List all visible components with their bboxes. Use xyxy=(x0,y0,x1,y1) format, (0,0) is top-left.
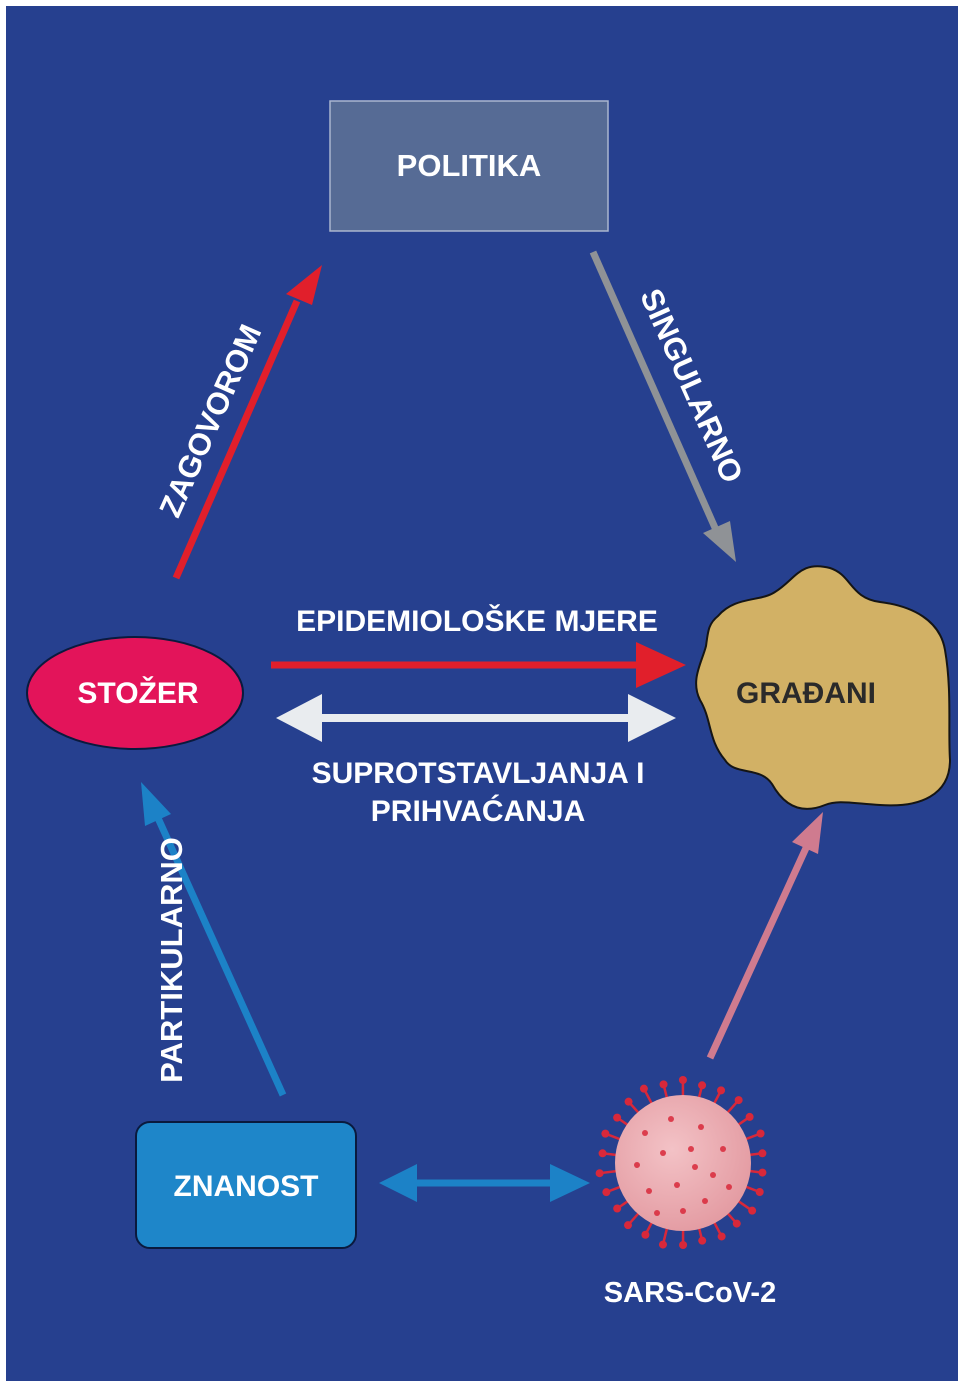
znanost-virus-arrowhead-right xyxy=(550,1164,590,1202)
virus-surface-dot xyxy=(688,1146,694,1152)
virus-spike-tip xyxy=(601,1129,610,1138)
virus-surface-dot xyxy=(668,1116,674,1122)
virus-spike-tip xyxy=(624,1221,633,1230)
znanost-node: ZNANOST xyxy=(135,1121,357,1249)
epidemioloske-arrow: EPIDEMIOLOŠKE MJERE xyxy=(271,604,686,688)
virus-spike-tip xyxy=(758,1149,767,1158)
virus-surface-dot xyxy=(654,1210,660,1216)
virus-spike-tip xyxy=(602,1188,611,1197)
virus-spike-tip xyxy=(595,1169,604,1178)
gradani-label: GRAĐANI xyxy=(736,677,876,710)
suprotstavljanja-arrowhead-left xyxy=(276,694,322,742)
virus-surface-dot xyxy=(698,1124,704,1130)
virus-spike-tip xyxy=(613,1113,622,1122)
stozer-label: STOŽER xyxy=(77,676,198,710)
epidemioloske-label: EPIDEMIOLOŠKE MJERE xyxy=(296,604,658,638)
virus-spike-tip xyxy=(613,1204,622,1213)
singularno-arrowhead xyxy=(703,521,736,562)
suprotstavljanja-arrow: SUPROTSTAVLJANJA I PRIHVAĆANJA xyxy=(276,694,676,828)
virus-spike-tip xyxy=(717,1086,726,1095)
zagovorom-arrowhead xyxy=(286,265,322,305)
znanost-virus-arrowhead-left xyxy=(379,1164,417,1202)
epidemioloske-arrowhead xyxy=(636,642,686,688)
virus-to-gradani-arrow xyxy=(706,812,823,1060)
virus-body xyxy=(615,1095,751,1231)
znanost-label: ZNANOST xyxy=(174,1170,319,1203)
virus-spike-tip xyxy=(624,1097,633,1106)
virus-spike-tip xyxy=(758,1168,767,1177)
virus-spike-tip xyxy=(679,1241,688,1249)
znanost-virus-arrow xyxy=(379,1164,590,1202)
virus-surface-dot xyxy=(726,1184,732,1190)
virus-surface-dot xyxy=(680,1208,686,1214)
virus-surface-dot xyxy=(692,1164,698,1170)
virus-surface-dot xyxy=(634,1162,640,1168)
virus-spike-tip xyxy=(734,1096,743,1105)
virus-spike-tip xyxy=(748,1206,757,1215)
sars-cov-2-node: SARS-CoV-2 xyxy=(595,1076,776,1309)
virus-surface-dot xyxy=(660,1150,666,1156)
virus-spike-tip xyxy=(732,1219,741,1228)
virus-spike-tip xyxy=(755,1188,764,1197)
virus-spike-tip xyxy=(678,1076,687,1084)
virus-spike-tip xyxy=(641,1230,650,1239)
suprotstavljanja-label-line1: SUPROTSTAVLJANJA I xyxy=(312,757,645,790)
virus-spike-tip xyxy=(659,1080,668,1089)
suprotstavljanja-arrowhead-right xyxy=(628,694,676,742)
virus-label: SARS-CoV-2 xyxy=(604,1277,776,1309)
virus-spike-tip xyxy=(745,1112,754,1121)
virus-spike-tip xyxy=(717,1232,726,1241)
virus-spike-tip xyxy=(698,1236,707,1245)
virus-surface-dot xyxy=(710,1172,716,1178)
politika-label: POLITIKA xyxy=(397,148,542,183)
stozer-node: STOŽER xyxy=(26,636,244,750)
virus-spikes xyxy=(595,1076,767,1249)
virus-spike-tip xyxy=(756,1129,765,1138)
virus-surface-dot xyxy=(642,1130,648,1136)
virus-spike-tip xyxy=(639,1084,648,1093)
virus-surface-dot xyxy=(720,1146,726,1152)
suprotstavljanja-label-line2: PRIHVAĆANJA xyxy=(371,794,585,828)
virus-spike-tip xyxy=(658,1240,667,1249)
virus-surface-dots xyxy=(634,1116,732,1216)
virus-spike-tip xyxy=(698,1081,707,1090)
virus-spike-tip xyxy=(598,1149,607,1158)
virus-to-gradani-arrowhead xyxy=(792,812,823,854)
partikularno-label: PARTIKULARNO xyxy=(154,837,189,1083)
gradani-node: GRAĐANI xyxy=(695,565,952,810)
partikularno-arrow: PARTIKULARNO xyxy=(141,782,287,1097)
virus-surface-dot xyxy=(702,1198,708,1204)
politika-node: POLITIKA xyxy=(329,100,609,232)
virus-surface-dot xyxy=(674,1182,680,1188)
partikularno-arrowhead xyxy=(141,782,171,826)
virus-surface-dot xyxy=(646,1188,652,1194)
